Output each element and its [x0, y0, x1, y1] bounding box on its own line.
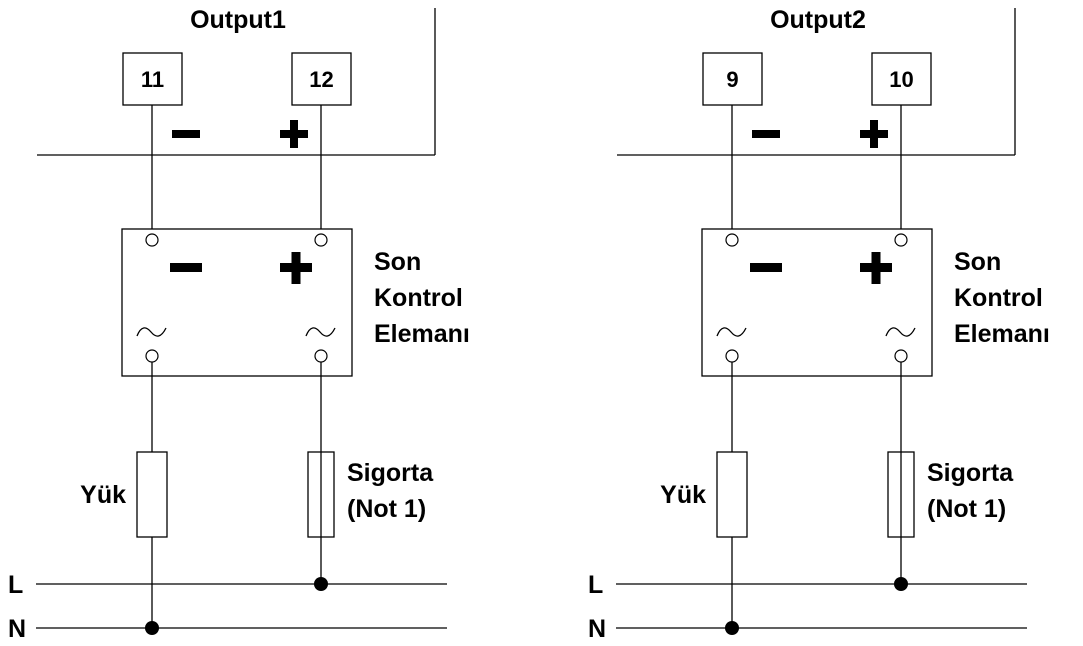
circuit-output1: Output1 11 12 Son Kontrol Elemanı [8, 6, 470, 643]
controller-box [701, 228, 933, 377]
controller-box [121, 228, 353, 377]
terminal-right-box [291, 52, 352, 106]
minus-sign-icon [752, 130, 780, 138]
terminal-right-number: 10 [889, 67, 913, 92]
controller-minus-icon [750, 263, 782, 272]
ac-tilde-right-icon [305, 327, 336, 337]
fuse-label-line2: (Not 1) [927, 495, 1006, 523]
ac-tilde-left-icon [136, 327, 167, 337]
controller-label-line2: Kontrol [954, 284, 1043, 312]
controller-label-line2: Kontrol [374, 284, 463, 312]
plus-sign-icon [870, 120, 878, 148]
fuse-label-line1: Sigorta [927, 459, 1014, 487]
output-label: Output1 [190, 6, 286, 34]
controller-label-line1: Son [374, 248, 421, 276]
terminal-left-box [122, 52, 183, 106]
ac-tilde-right-icon [885, 327, 916, 337]
terminal-left-number: 11 [141, 67, 164, 92]
controller-terminal-minus-icon [145, 233, 159, 247]
controller-terminal-ac-left-icon [145, 349, 159, 363]
junction-dot-neutral [725, 621, 739, 635]
controller-label-line3: Elemanı [374, 320, 470, 348]
ac-tilde-left-icon [716, 327, 747, 337]
minus-sign-icon [172, 130, 200, 138]
load-resistor [716, 451, 748, 538]
fuse-label-line1: Sigorta [347, 459, 434, 487]
controller-minus-icon [170, 263, 202, 272]
plus-sign-icon [290, 120, 298, 148]
controller-plus-icon [871, 252, 881, 284]
load-label: Yük [660, 481, 706, 509]
fuse-label-line2: (Not 1) [347, 495, 426, 523]
junction-dot-line [314, 577, 328, 591]
controller-terminal-ac-right-icon [314, 349, 328, 363]
terminal-right-number: 12 [309, 67, 333, 92]
junction-dot-neutral [145, 621, 159, 635]
terminal-left-number: 9 [726, 67, 738, 92]
controller-terminal-ac-right-icon [894, 349, 908, 363]
circuit-output2: Output2 9 10 Son Kontrol Elemanı Yük Sig… [588, 6, 1050, 643]
line-label: L [588, 571, 603, 599]
load-label: Yük [80, 481, 126, 509]
controller-label-line1: Son [954, 248, 1001, 276]
controller-terminal-ac-left-icon [725, 349, 739, 363]
terminal-right-box [871, 52, 932, 106]
controller-terminal-minus-icon [725, 233, 739, 247]
load-resistor [136, 451, 168, 538]
controller-terminal-plus-icon [314, 233, 328, 247]
output-label: Output2 [770, 6, 866, 34]
controller-terminal-plus-icon [894, 233, 908, 247]
line-label: L [8, 571, 23, 599]
junction-dot-line [894, 577, 908, 591]
controller-label-line3: Elemanı [954, 320, 1050, 348]
neutral-label: N [8, 615, 26, 643]
terminal-left-box [702, 52, 763, 106]
controller-plus-icon [291, 252, 301, 284]
neutral-label: N [588, 615, 606, 643]
